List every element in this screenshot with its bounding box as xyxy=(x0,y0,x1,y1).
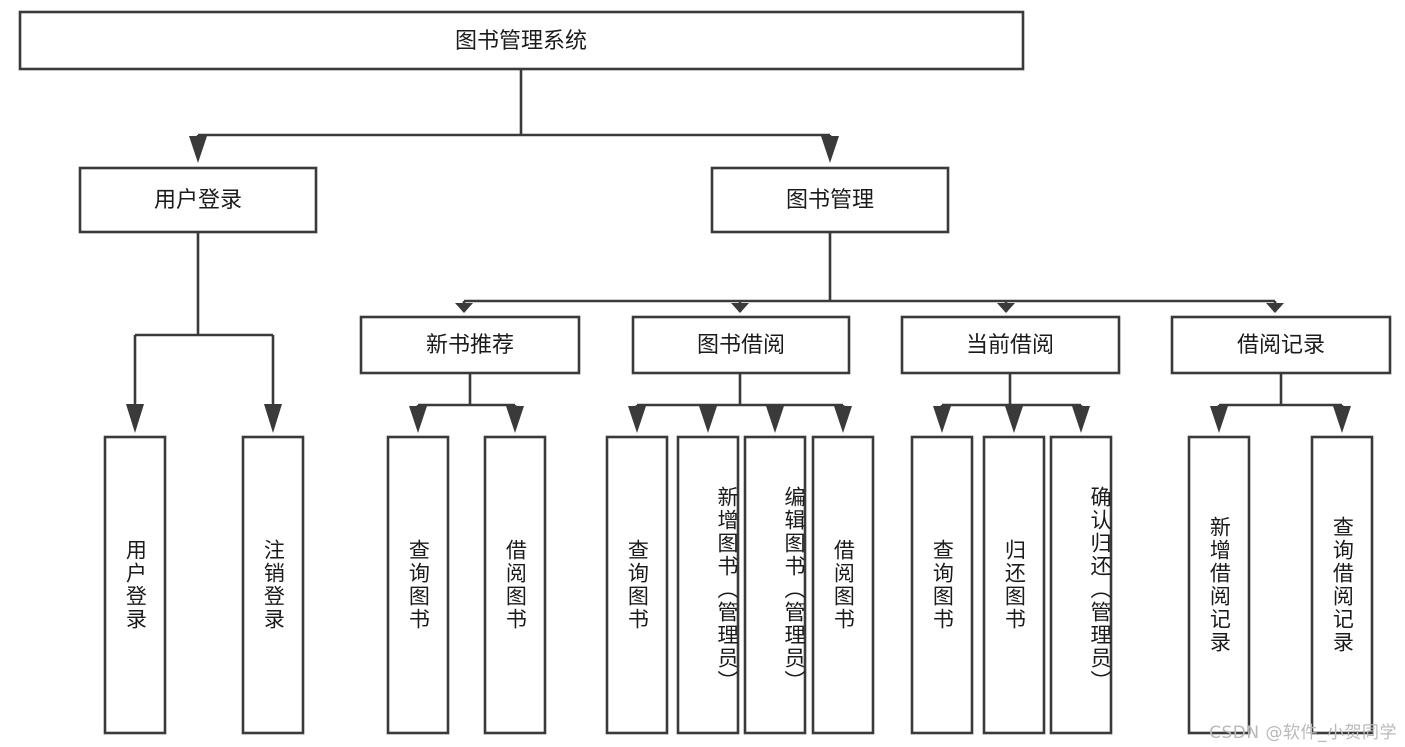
connector-user-login-to-leaves xyxy=(126,232,282,433)
node-leaf-confirm-return-admin-box[interactable] xyxy=(1049,435,1113,735)
node-borrow-record[interactable]: 借阅记录 xyxy=(1170,315,1392,375)
arrow-head-leaf-query-book-current xyxy=(933,406,951,433)
node-leaf-return-book-box[interactable] xyxy=(982,435,1046,735)
node-new-book-recommend-box[interactable] xyxy=(359,315,581,375)
arrow-head-current-borrow xyxy=(997,303,1015,313)
node-leaf-borrow-book-recommend-box[interactable] xyxy=(483,435,547,735)
arrow-head-leaf-query-book-borrow xyxy=(628,406,646,433)
arrow-head-leaf-return-book xyxy=(1005,406,1023,433)
connector-book-management-to-level3 xyxy=(455,232,1284,313)
node-current-borrow-label: 当前借阅 xyxy=(966,333,1054,358)
node-current-borrow[interactable]: 当前借阅 xyxy=(900,315,1121,375)
node-book-borrow[interactable]: 图书借阅 xyxy=(631,315,851,375)
node-user-login[interactable]: 用户登录 xyxy=(78,166,318,234)
node-leaf-add-borrow-record-box[interactable] xyxy=(1187,435,1251,735)
node-leaf-query-book-current-box[interactable] xyxy=(910,435,974,735)
node-leaf-user-login-box[interactable] xyxy=(103,435,167,735)
node-book-management[interactable]: 图书管理 xyxy=(710,166,950,234)
node-book-management-box[interactable] xyxy=(710,166,950,234)
arrow-head-leaf-borrow-book xyxy=(834,406,852,433)
node-borrow-record-box[interactable] xyxy=(1170,315,1392,375)
node-leaf-borrow-book-box[interactable] xyxy=(811,435,875,735)
node-leaf-edit-book-admin-box[interactable] xyxy=(743,435,807,735)
arrow-head-new-book-recommend xyxy=(455,303,473,313)
node-current-borrow-box[interactable] xyxy=(900,315,1121,375)
arrow-head-leaf-confirm-return-admin xyxy=(1072,406,1090,433)
arrow-head-user-login xyxy=(189,136,207,163)
node-leaf-logout-login-box[interactable] xyxy=(241,435,305,735)
connector-book-borrow-to-leaves xyxy=(628,373,852,433)
arrow-head-leaf-query-borrow-record xyxy=(1333,406,1351,433)
node-root-box[interactable] xyxy=(18,10,1025,71)
watermark-text: CSDN @软件_小贺同学 xyxy=(1209,723,1397,743)
node-leaf-query-book-borrow-box[interactable] xyxy=(605,435,669,735)
arrow-head-leaf-add-book-admin xyxy=(699,406,717,433)
connector-new-book-recommend-to-leaves xyxy=(409,373,524,433)
node-leaf-add-book-admin-box[interactable] xyxy=(676,435,740,735)
node-borrow-record-label: 借阅记录 xyxy=(1237,333,1325,358)
connector-current-borrow-to-leaves xyxy=(933,373,1090,433)
arrow-head-book-management xyxy=(821,136,839,163)
node-book-management-label: 图书管理 xyxy=(786,188,874,213)
node-root[interactable]: 图书管理系统 xyxy=(18,10,1025,71)
arrow-head-borrow-record xyxy=(1266,303,1284,313)
connector-borrow-record-to-leaves xyxy=(1210,373,1351,433)
node-new-book-recommend[interactable]: 新书推荐 xyxy=(359,315,581,375)
arrow-head-leaf-query-book-recommend xyxy=(409,406,427,433)
node-user-login-label: 用户登录 xyxy=(154,188,242,213)
arrow-head-leaf-logout-login xyxy=(264,404,282,433)
node-user-login-box[interactable] xyxy=(78,166,318,234)
node-new-book-recommend-label: 新书推荐 xyxy=(426,333,514,358)
arrow-head-leaf-user-login xyxy=(126,404,144,433)
arrow-head-leaf-edit-book-admin xyxy=(766,406,784,433)
node-root-label: 图书管理系统 xyxy=(455,29,587,54)
node-book-borrow-label: 图书借阅 xyxy=(697,333,785,358)
node-book-borrow-box[interactable] xyxy=(631,315,851,375)
arrow-head-book-borrow xyxy=(731,303,749,313)
node-leaf-query-book-recommend-box[interactable] xyxy=(386,435,450,735)
connector-root-to-level2 xyxy=(189,69,839,163)
arrow-head-leaf-add-borrow-record xyxy=(1210,406,1228,433)
node-leaf-query-borrow-record-box[interactable] xyxy=(1310,435,1374,735)
arrow-head-leaf-borrow-book-recommend xyxy=(506,406,524,433)
